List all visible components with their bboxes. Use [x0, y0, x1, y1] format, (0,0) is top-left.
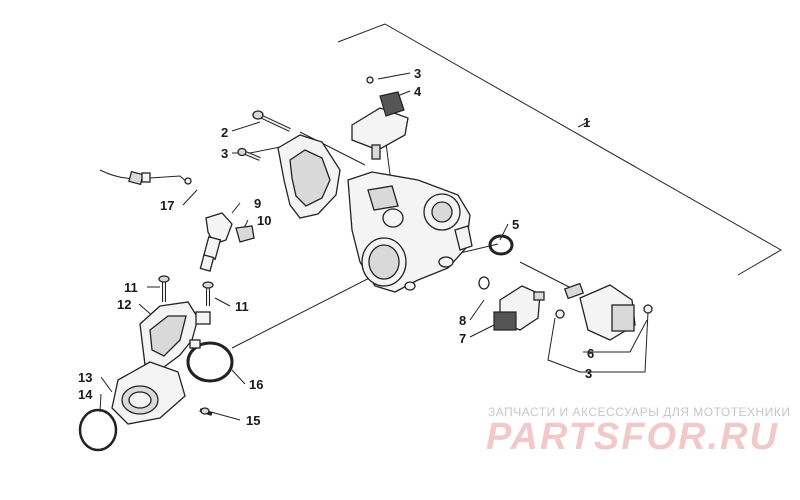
- callout-11-left: 11: [124, 280, 138, 295]
- clamp-16: [186, 339, 234, 383]
- callout-15: 15: [246, 413, 261, 428]
- callout-6: 6: [587, 346, 595, 361]
- callout-17: 17: [160, 198, 175, 213]
- bolt-11-left: [158, 275, 170, 302]
- callout-3-right: 3: [585, 366, 593, 381]
- callout-3-top: 3: [414, 66, 422, 81]
- sensor-7: [493, 285, 545, 331]
- bolt-11-right: [202, 281, 214, 306]
- callout-1: 1: [583, 115, 591, 130]
- injector-9: [199, 212, 233, 272]
- assembly-bracket: [337, 23, 783, 276]
- callout-16: 16: [249, 377, 264, 392]
- callout-3-left: 3: [221, 146, 229, 161]
- manifold-12: [111, 301, 211, 425]
- callout-12: 12: [117, 297, 132, 312]
- bolt-2: [252, 110, 291, 132]
- callout-13: 13: [78, 370, 93, 385]
- callout-10: 10: [257, 213, 272, 228]
- throttle-body: [347, 171, 473, 293]
- bolt-3-left: [237, 147, 261, 161]
- idle-actuator-6: [555, 282, 653, 341]
- throttle-cable: [99, 169, 192, 186]
- callout-9: 9: [254, 196, 262, 211]
- callout-2: 2: [221, 125, 229, 140]
- o-ring-5: [488, 234, 514, 256]
- callout-8: 8: [459, 313, 467, 328]
- o-ring-14: [78, 408, 118, 452]
- o-ring-8: [478, 276, 490, 290]
- callout-5: 5: [512, 217, 520, 232]
- watermark-tagline: ЗАПЧАСТИ И АКСЕССУАРЫ ДЛЯ МОТОТЕХНИКИ: [488, 405, 791, 419]
- watermark-logo: PARTSFOR.RU: [486, 416, 779, 458]
- callout-14: 14: [78, 387, 93, 402]
- callout-7: 7: [459, 331, 467, 346]
- bolt-15: [199, 407, 213, 416]
- callout-11-right: 11: [235, 299, 249, 314]
- clip-10: [235, 225, 255, 243]
- cover-plate: [277, 134, 341, 219]
- sensor-4: [351, 76, 409, 160]
- callout-4: 4: [414, 84, 422, 99]
